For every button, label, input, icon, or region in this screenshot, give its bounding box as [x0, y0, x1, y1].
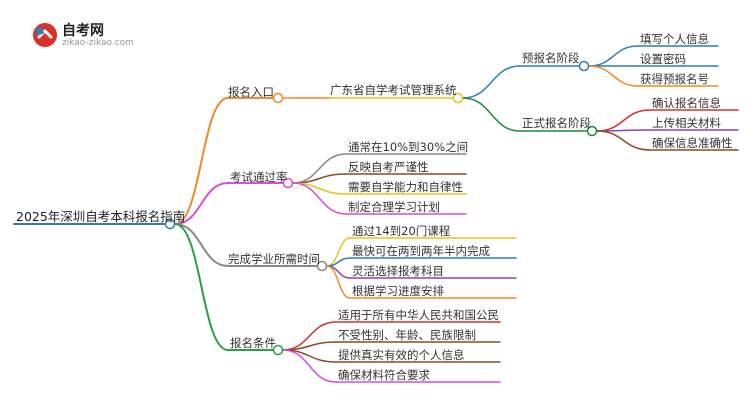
leaf-progress-arrangement: 根据学习进度安排: [352, 284, 444, 298]
leaf-set-password: 设置密码: [640, 52, 686, 66]
logo-icon: [33, 23, 57, 47]
leaf-upload-materials: 上传相关材料: [652, 116, 721, 130]
dot-entry: [272, 92, 284, 104]
leaf-true-info: 提供真实有效的个人信息: [338, 348, 465, 362]
leaf-fill-info: 填写个人信息: [640, 32, 709, 46]
branch-study-time[interactable]: 完成学业所需时间: [228, 252, 320, 266]
edge-root-branch-3: [174, 223, 229, 351]
node-guangdong-system[interactable]: 广东省自学考试管理系统: [330, 83, 457, 97]
leaf-all-citizens: 适用于所有中华人民共和国公民: [338, 308, 499, 322]
leaf-fastest-completion: 最快可在两到两年半内完成: [352, 244, 490, 258]
logo-url: zikao-zikao.com: [62, 38, 134, 48]
branch-registration-entry[interactable]: 报名入口: [228, 85, 274, 99]
node-pre-registration[interactable]: 预报名阶段: [522, 51, 580, 65]
edge-root-branch-1: [174, 182, 229, 225]
edge-root-branch-2: [174, 223, 229, 267]
edge-formal-leaf-0: [596, 109, 651, 132]
edge-prereg-leaf-2: [588, 65, 639, 87]
branch-pass-rate[interactable]: 考试通过率: [230, 170, 288, 184]
root-node[interactable]: 2025年深圳自考本科报名指南: [16, 209, 186, 224]
leaf-pass-rate-range: 通常在10%到30%之间: [348, 140, 469, 154]
edge-system-prereg: [462, 65, 521, 99]
edge-formal-leaf-2: [596, 130, 651, 151]
edge-prereg-leaf-0: [588, 45, 639, 67]
leaf-study-plan: 制定合理学习计划: [348, 200, 440, 214]
dot-system: [452, 92, 464, 104]
dot-req: [272, 344, 284, 356]
leaf-no-restrictions: 不受性别、年龄、民族限制: [338, 328, 476, 342]
branch-requirements[interactable]: 报名条件: [230, 336, 276, 350]
logo: 自考网 zikao-zikao.com: [30, 20, 160, 52]
leaf-flexible-subjects: 灵活选择报考科目: [352, 264, 444, 278]
dot-time: [316, 260, 328, 272]
node-formal-registration[interactable]: 正式报名阶段: [522, 116, 591, 130]
edge-root-branch-0: [174, 97, 229, 225]
dot-passrate: [282, 177, 294, 189]
leaf-get-prereg-number: 获得预报名号: [640, 72, 709, 86]
leaf-self-discipline: 需要自学能力和自律性: [348, 180, 463, 194]
edge-req-leaf-3: [282, 349, 337, 383]
leaf-materials-compliant: 确保材料符合要求: [338, 368, 430, 382]
leaf-courses: 通过14到20门课程: [352, 224, 451, 238]
edge-passrate-leaf-3: [292, 182, 347, 215]
dot-prereg: [578, 60, 590, 72]
leaf-ensure-accuracy: 确保信息准确性: [652, 136, 733, 150]
dot-formal: [586, 125, 598, 137]
leaf-rigor: 反映自考严谨性: [348, 160, 429, 174]
root-dot: [164, 218, 176, 230]
edge-system-formal: [462, 97, 521, 132]
leaf-confirm-info: 确认报名信息: [652, 96, 721, 110]
edge-time-leaf-3: [326, 265, 351, 299]
logo-title: 自考网: [62, 23, 104, 39]
